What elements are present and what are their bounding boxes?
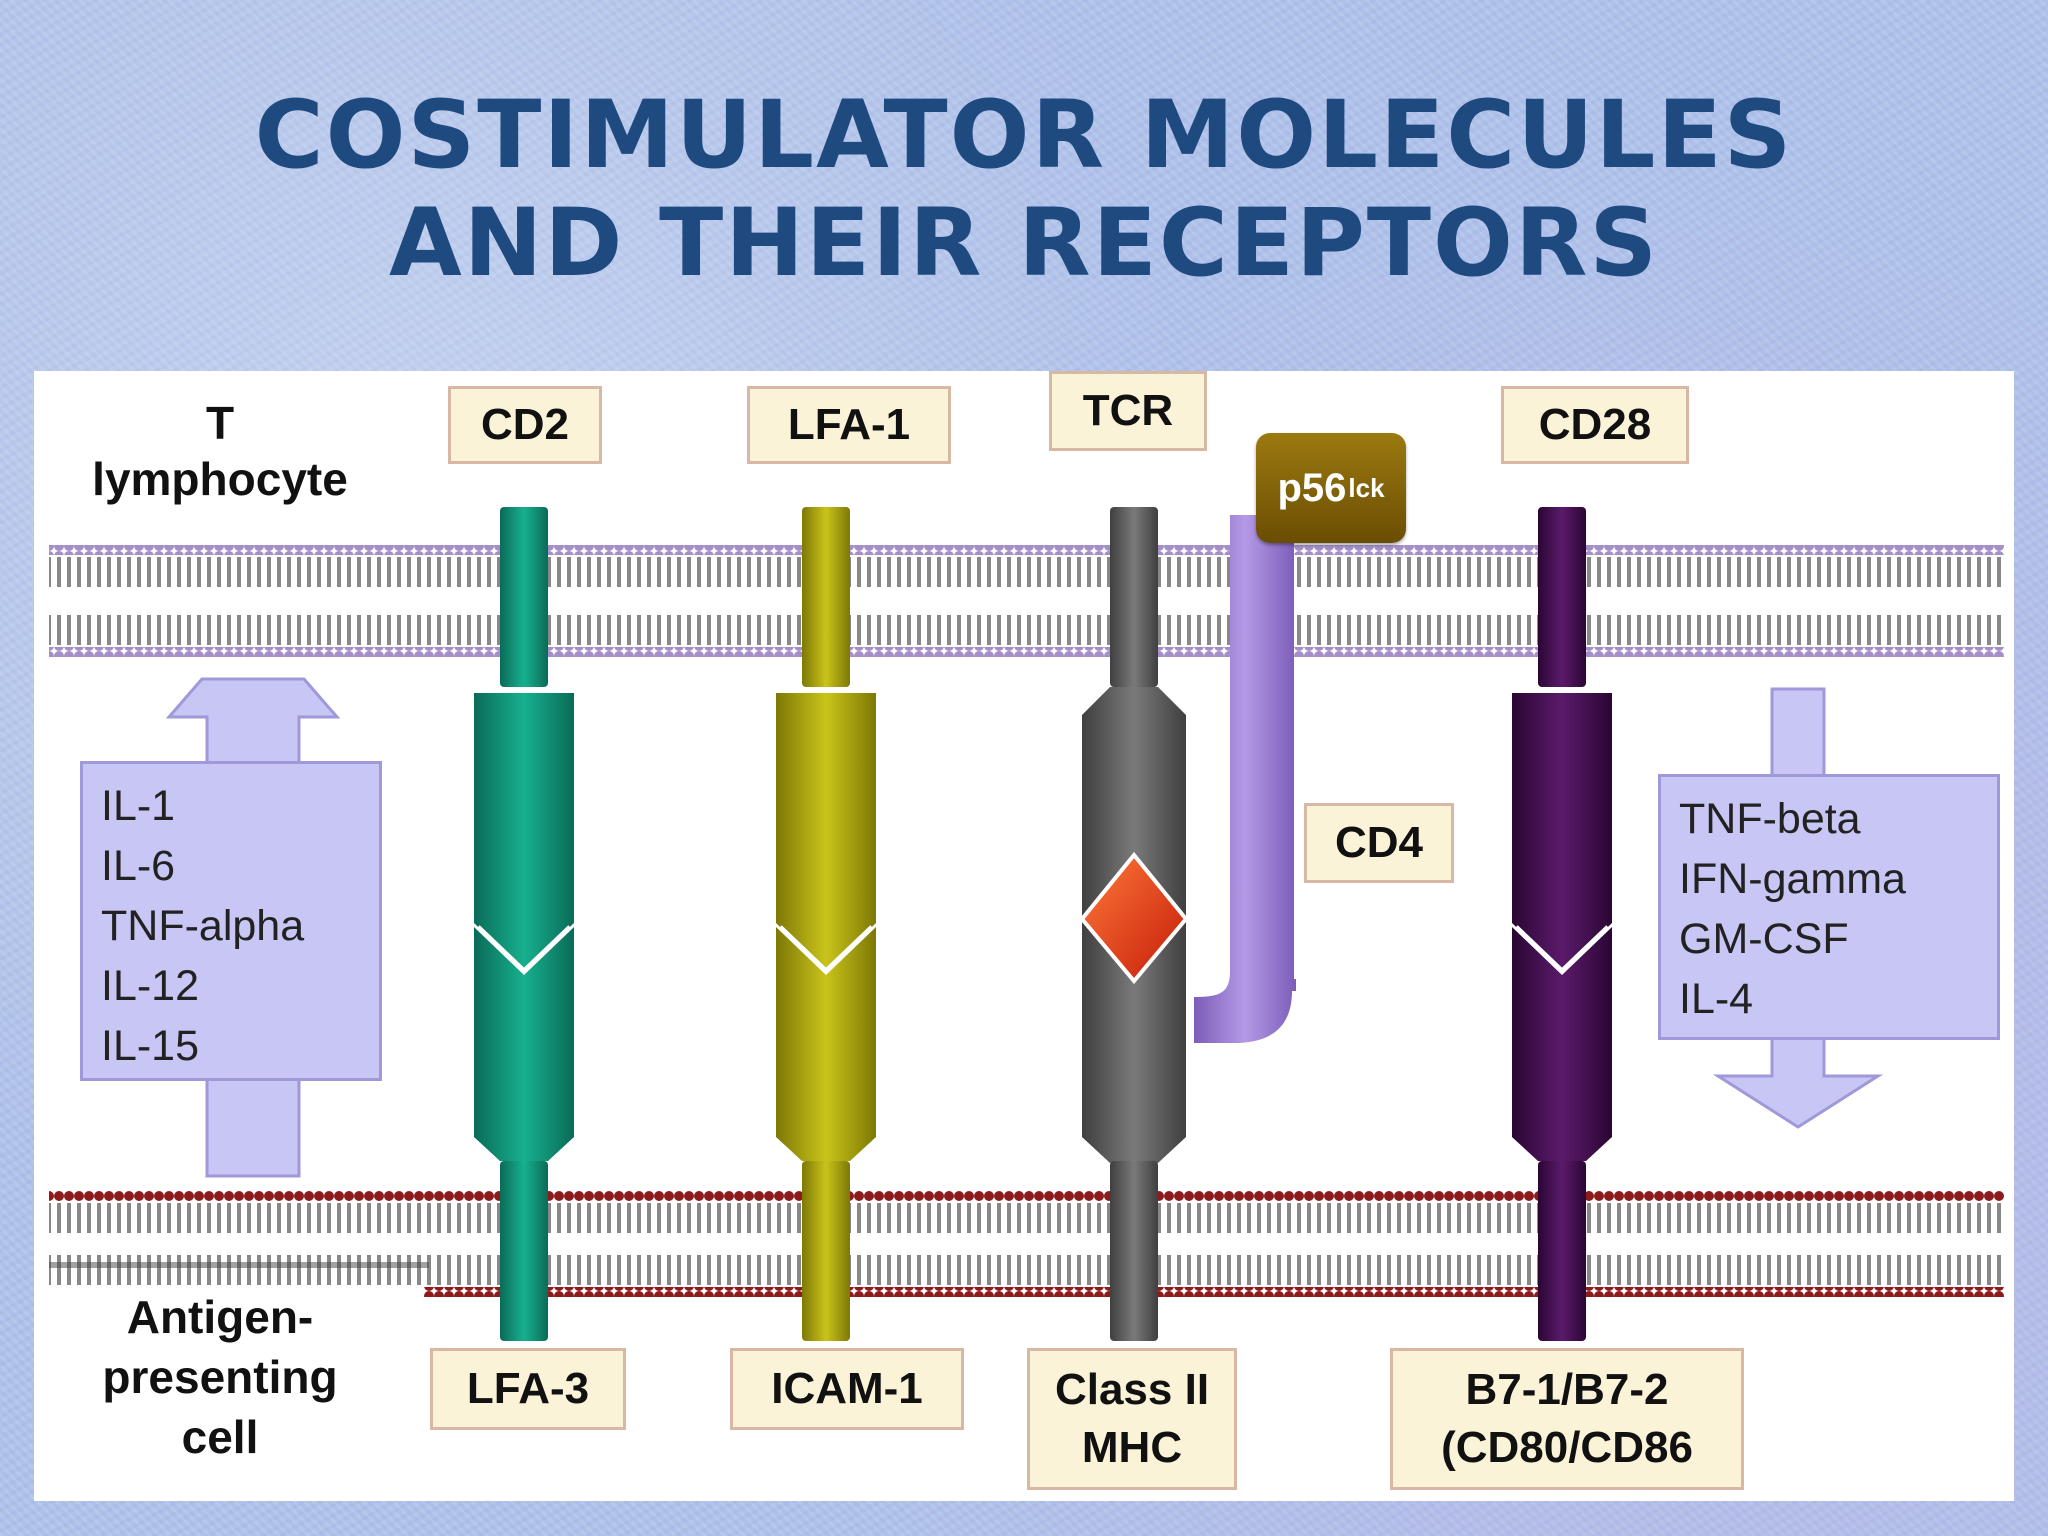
p56lck-base: p56 [1277,465,1347,510]
icam1-label: ICAM-1 [730,1348,964,1430]
cd28-b7-molecule [1512,507,1612,1341]
p56lck-superscript: lck [1348,472,1385,503]
class-ii-mhc-label: Class II MHC [1027,1348,1237,1490]
cd28-label: CD28 [1501,386,1689,464]
t-lymphocyte-line1: T [205,397,235,449]
slide-title: COSTIMULATOR MOLECULES AND THEIR RECEPTO… [0,82,2048,298]
apc-cytokine-item: IL-6 [101,842,176,890]
cd2-lfa3-molecule [474,507,574,1341]
diagram-graphic [49,507,2004,1341]
apc-label-line1: Antigen- [126,1291,314,1343]
tcr-label: TCR [1049,371,1207,451]
apc-cytokine-item: TNF-alpha [101,902,305,950]
apc-cytokine-item: IL-15 [101,1022,200,1070]
lfa3-label: LFA-3 [430,1348,626,1430]
t-cell-cytokines-box: TNF-beta IFN-gamma GM-CSF IL-4 [1658,774,2000,1040]
apc-cytokine-item: IL-12 [101,962,200,1010]
class-ii-mhc-line2: MHC [1081,1423,1183,1472]
apc-label-line3: cell [181,1411,259,1463]
apc-label: Antigen- presenting cell [40,1287,400,1467]
b7-label-line1: B7-1/B7-2 [1465,1365,1669,1414]
lfa1-label: LFA-1 [747,386,951,464]
title-line-2: AND THEIR RECEPTORS [388,189,1660,298]
title-line-1: COSTIMULATOR MOLECULES [254,81,1794,190]
b7-label-line2: (CD80/CD86 [1441,1423,1693,1472]
cd4-molecule [1194,515,1296,1043]
t-cell-cytokine-item: GM-CSF [1679,915,1849,963]
t-cell-cytokine-item: TNF-beta [1679,795,1861,843]
cd2-label: CD2 [448,386,602,464]
apc-membrane [49,1191,2004,1297]
antigen-peptide [1079,851,1189,985]
apc-cytokine-item: IL-1 [101,782,176,830]
cd4-label: CD4 [1304,803,1454,883]
t-lymphocyte-line2: lymphocyte [92,453,348,505]
t-cell-membrane [49,545,2004,657]
lfa1-icam1-molecule [776,507,876,1341]
diagram-panel: T lymphocyte Antigen- presenting cell CD… [34,371,2014,1501]
b7-label: B7-1/B7-2 (CD80/CD86 [1390,1348,1744,1490]
apc-label-line2: presenting [102,1351,338,1403]
t-cell-cytokine-item: IL-4 [1679,975,1754,1023]
t-lymphocyte-label: T lymphocyte [40,395,400,507]
t-cell-cytokine-item: IFN-gamma [1679,855,1906,903]
class-ii-mhc-line1: Class II [1054,1365,1210,1414]
apc-cytokines-box: IL-1 IL-6 TNF-alpha IL-12 IL-15 [80,761,382,1081]
